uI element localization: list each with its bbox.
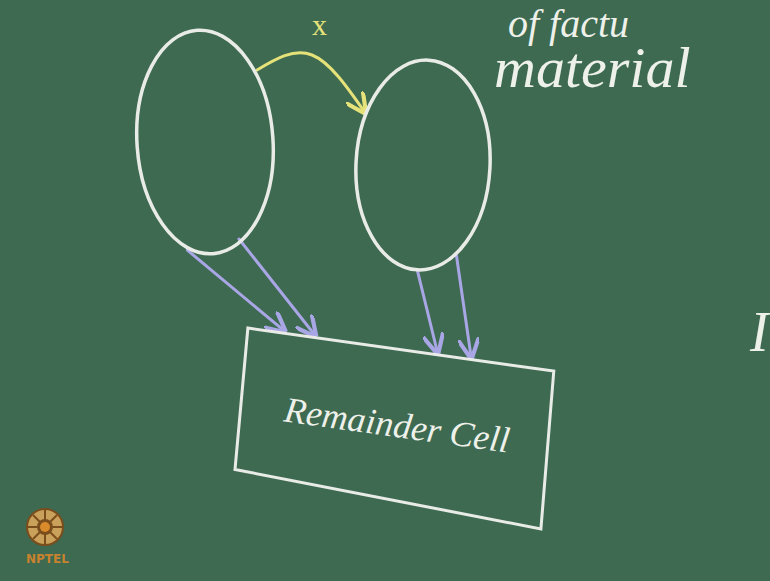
box-outline <box>235 328 554 529</box>
circle-outline <box>129 26 280 259</box>
logo-text: NPTEL <box>26 552 69 566</box>
circle-outline <box>351 57 496 274</box>
material-circle <box>135 28 275 256</box>
nptel-emblem <box>27 509 63 545</box>
remainder-arrow <box>457 256 472 358</box>
remainder-arrow <box>239 239 315 336</box>
material-circle <box>354 58 492 272</box>
remainder-arrow <box>187 250 284 331</box>
edge-label: x <box>312 8 327 42</box>
board-text: material <box>494 34 691 101</box>
remainder-arrow <box>417 270 437 353</box>
node-outline <box>135 28 275 256</box>
board-text: I <box>750 300 769 364</box>
box-label: Remainder Cell <box>281 388 512 461</box>
remainder-box: Remainder Cell <box>235 326 557 531</box>
node-outline <box>354 58 492 272</box>
transfer-arrow <box>257 53 365 113</box>
